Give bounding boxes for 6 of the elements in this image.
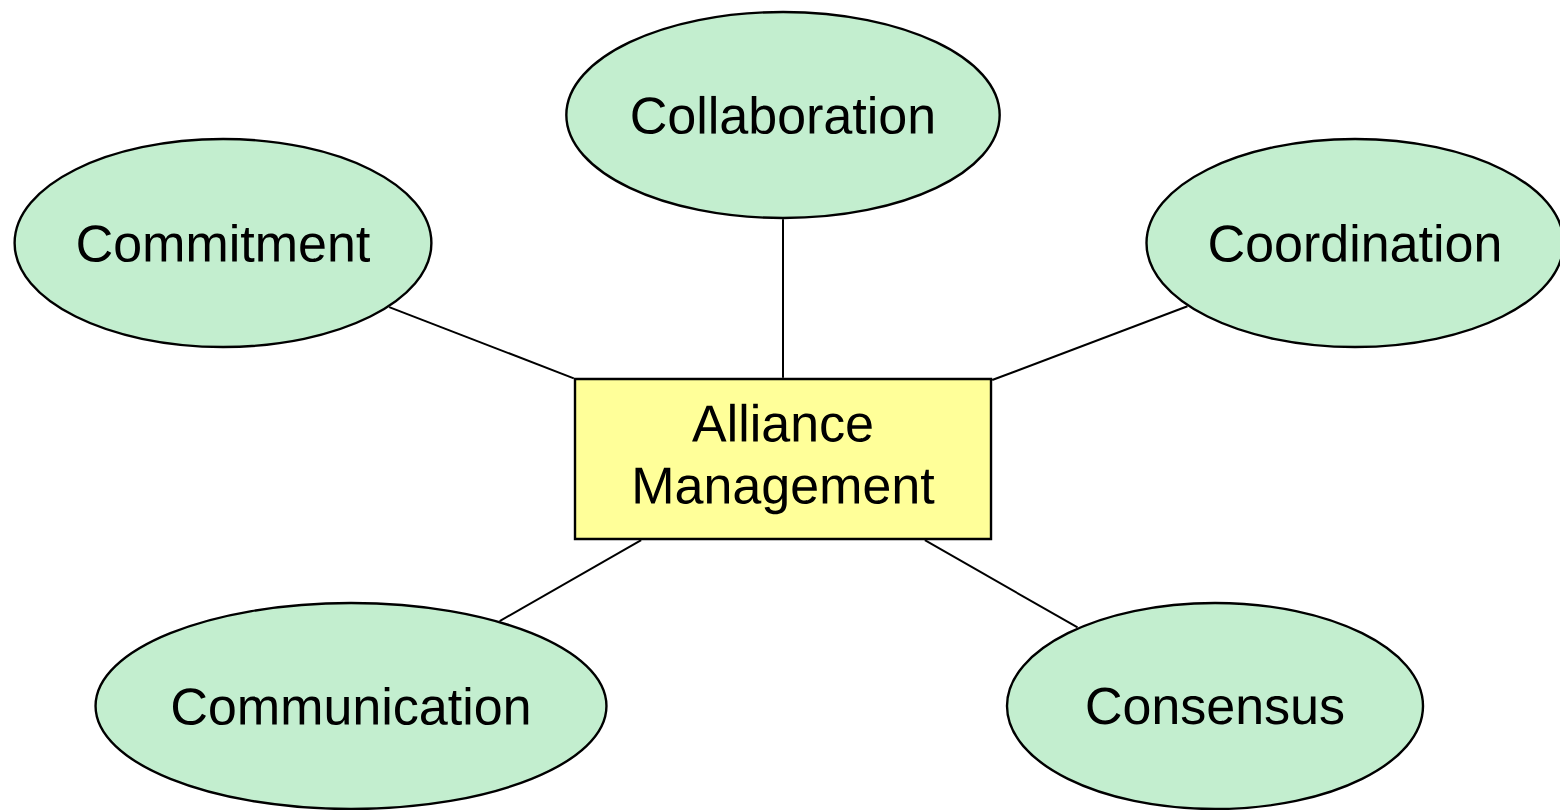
process-box: Alliance Management xyxy=(573,377,993,541)
connector-line xyxy=(923,539,1079,629)
connector-line xyxy=(498,539,643,623)
connector-line xyxy=(388,306,575,380)
connector-line xyxy=(782,218,784,379)
connector-line xyxy=(991,305,1189,382)
